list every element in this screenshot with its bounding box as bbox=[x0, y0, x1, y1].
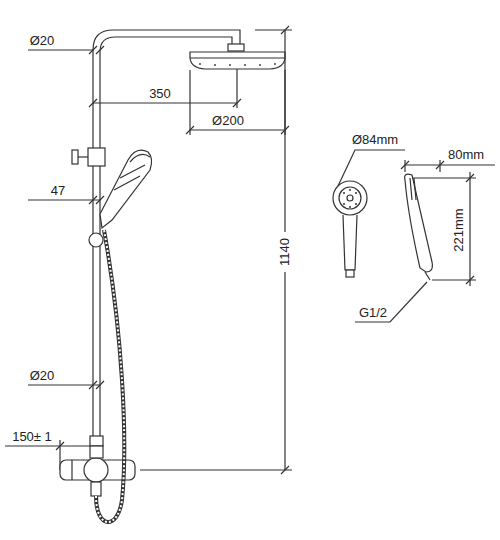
dimension-label: Ø20 bbox=[29, 34, 56, 48]
dimension-label: Ø200 bbox=[211, 114, 245, 128]
dimension-label: 350 bbox=[148, 87, 172, 101]
vertical-dimension: 221mm bbox=[452, 207, 466, 252]
dimension-label: Ø20 bbox=[29, 369, 56, 383]
dimension-label: G1/2 bbox=[358, 306, 388, 320]
dimension-label: 150± 1 bbox=[11, 430, 53, 444]
vertical-dimension: 1140 bbox=[278, 237, 292, 267]
dimension-label: Ø84mm bbox=[351, 133, 399, 147]
dimension-label: 80mm bbox=[447, 148, 485, 162]
dimension-label: 47 bbox=[50, 184, 66, 198]
